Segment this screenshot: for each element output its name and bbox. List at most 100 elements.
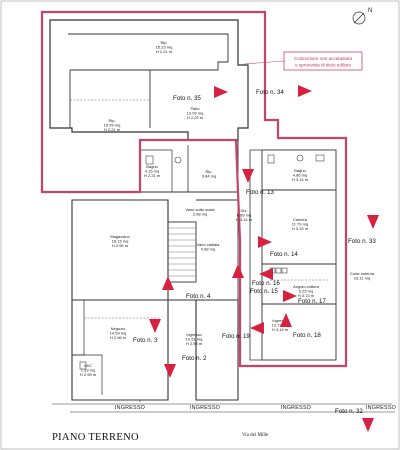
room-label-line: Dis. <box>241 208 248 213</box>
room-label-line: 14.59 mq <box>110 331 127 336</box>
room-label-line: H 2.96 m <box>110 335 127 340</box>
photo-label: Foto n. 15 <box>250 288 278 295</box>
photo-marker-14: Foto n. 14 <box>258 236 298 258</box>
street-name: Via dei Mille <box>242 433 269 438</box>
photo-marker-13: Foto n. 13 <box>242 169 274 196</box>
room-label-line: H 2.21 m <box>104 127 121 132</box>
room-label-line: 6.89 mq <box>237 213 251 218</box>
note-line-1: Costruzione non accatastata <box>294 56 353 61</box>
room-label-line: H 3.14 m <box>236 217 253 222</box>
compass: N <box>352 8 372 25</box>
room-label-line: H 2.99 m <box>112 243 129 248</box>
photo-marker-16: Foto n. 16 <box>232 264 280 287</box>
photo-label: Foto n. 33 <box>348 238 376 245</box>
room-label-line: 18.15 mq <box>112 239 129 244</box>
room-label-line: Angolo cottura <box>293 284 320 289</box>
room-label-line: H 2.99 m <box>80 372 97 377</box>
note-line-2: e sprovvista di titolo edilizio <box>295 63 351 68</box>
room-label-line: H 2.29 m <box>187 115 204 120</box>
room-label-line: 1.93 mq <box>81 368 95 373</box>
plan-title: PIANO TERRENO <box>52 432 139 443</box>
photo-label: Foto n. 3 <box>133 337 158 344</box>
room-label-line: Bagno <box>146 164 158 169</box>
bathroom-fixtures <box>79 154 325 370</box>
room-label-line: Rip. <box>160 40 167 45</box>
room-label-line: Rip. <box>108 118 115 123</box>
entrance-label: INGRESSO <box>366 405 396 411</box>
room-label-line: H 2.21 m <box>144 173 161 178</box>
room-label-line: 4.15 mq <box>145 169 159 174</box>
photo-marker-35: Foto n. 35 <box>173 86 228 102</box>
photo-label: Foto n. 19 <box>222 333 250 340</box>
photo-label: Foto n. 35 <box>173 95 201 102</box>
interior-details <box>70 99 330 319</box>
camera-direction-arrow-icon <box>162 276 174 290</box>
entrance-label: INGRESSO <box>115 405 145 411</box>
compass-icon <box>352 11 366 25</box>
room-label-line: 16.11 mq <box>354 276 370 281</box>
photo-label: Foto n. 18 <box>293 332 321 339</box>
camera-direction-arrow-icon <box>164 364 176 378</box>
camera-direction-arrow-icon <box>280 313 292 327</box>
photo-marker-17: Foto n. 17 <box>283 290 326 305</box>
room-label-rip-small: Rip.3.84 mq <box>202 169 216 179</box>
room-label-line: Bagno <box>294 168 306 173</box>
unregistered-construction-boundary <box>40 10 348 368</box>
stair-treads <box>168 227 196 277</box>
photo-marker-19: Foto n. 19 <box>222 322 264 340</box>
room-label-line: 3.84 mq <box>202 174 216 179</box>
photo-marker-2: Foto n. 2 <box>164 355 207 378</box>
photo-marker-15: Foto n. 15 <box>250 268 278 295</box>
camera-direction-arrow-icon <box>258 236 272 248</box>
camera-direction-arrow-icon <box>362 418 374 432</box>
camera-direction-arrow-icon <box>367 215 379 229</box>
camera-direction-arrow-icon <box>298 85 312 97</box>
room-label-line: Negozio <box>111 326 126 331</box>
camera-direction-arrow-icon <box>149 319 161 333</box>
room-label-line: H 2.21 m <box>156 49 173 54</box>
photo-label: Foto n. 16 <box>252 280 280 287</box>
photo-marker-3: Foto n. 3 <box>133 319 161 344</box>
room-label-line: 15.23 mq <box>156 45 173 50</box>
photo-label: Foto n. 14 <box>270 251 298 258</box>
entrances: INGRESSO INGRESSO INGRESSO INGRESSO <box>115 405 396 411</box>
photo-marker-34: Foto n. 34 <box>256 85 312 97</box>
building-walls <box>49 19 395 413</box>
room-label-line: Magazzino <box>110 234 130 239</box>
room-label-line: 12.72 mq <box>272 323 289 328</box>
room-label-line: Vano sotto scala <box>185 207 215 212</box>
note-leader <box>243 60 285 65</box>
camera-direction-arrow-icon <box>232 264 244 278</box>
entrance-label: INGRESSO <box>281 405 311 411</box>
compass-north-label: N <box>368 8 372 14</box>
room-label-line: 11.79 mq <box>292 222 308 227</box>
camera-direction-arrow-icon <box>250 322 264 334</box>
room-label-line: W/C <box>84 363 92 368</box>
room-label-line: H 3.15 m <box>292 226 309 231</box>
camera-direction-arrow-icon <box>283 290 297 302</box>
room-label-line: 19.99 mq <box>104 123 121 128</box>
room-label-line: H 2.98 m <box>186 341 203 346</box>
entrance-label: INGRESSO <box>190 405 220 411</box>
room-label-line: 4.86 mq <box>293 173 307 178</box>
room-label-line: H 3.14 m <box>292 177 309 182</box>
room-label-line: 10.51 mq <box>186 337 203 342</box>
photo-label: Foto n. 34 <box>256 89 284 96</box>
